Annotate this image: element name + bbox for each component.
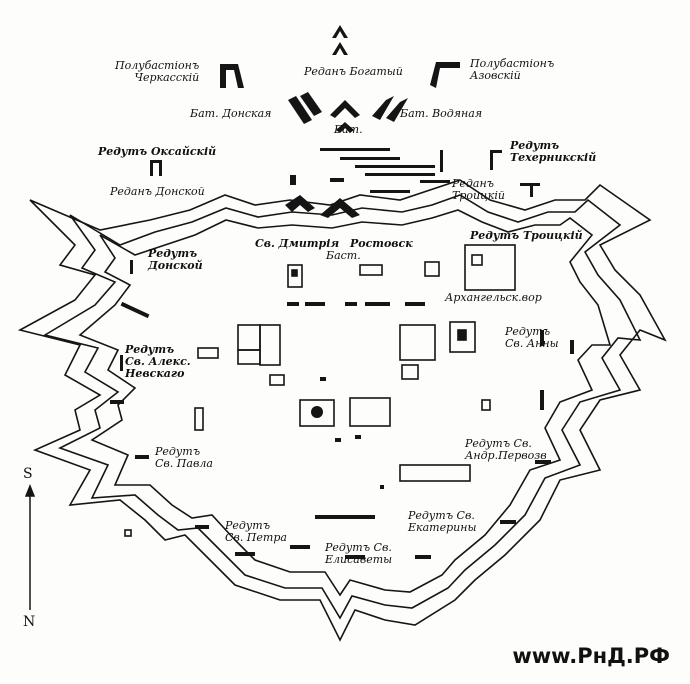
label-redut-pavla: Редутъ Св. Павла [155, 445, 213, 470]
label-redut-petra: Редутъ Св. Петра [225, 519, 287, 544]
compass-south: S [23, 466, 33, 482]
bat-vod-2 [386, 98, 408, 122]
poluba-azov-shape [430, 62, 460, 88]
label-poluba-cherkassky: Полубастіонъ Черкасскій [115, 59, 200, 84]
inner-rampart [78, 209, 612, 597]
church [311, 406, 323, 418]
poluba-cherk-shape [220, 64, 226, 88]
bat-donsk-2 [300, 92, 322, 116]
troitsky-block [464, 244, 516, 291]
label-redan-bogaty: Реданъ Богатый [304, 65, 403, 78]
bat-shape [336, 122, 354, 133]
label-redut-donskoy: Редутъ Донской [148, 247, 203, 272]
label-bast: Баст. [326, 249, 361, 262]
redan-bogaty-shape [330, 100, 360, 118]
label-redut-oksaysky: Редутъ Оксайскій [98, 145, 217, 158]
label-redut-andr: Редутъ Св. Андр.Первозв [465, 437, 547, 462]
label-redut-elisavety: Редутъ Св. Елисаветы [325, 541, 393, 566]
compass-north: N [23, 614, 36, 630]
outer-rampart [17, 179, 667, 642]
north-arrow-mark [332, 42, 348, 55]
label-poluba-azovsky: Полубастіонъ Азовскій [470, 57, 555, 82]
label-bat: Бат. [334, 123, 363, 136]
poluba-cherk-arm [220, 64, 244, 88]
label-redan-troitsky: Реданъ Троицкій [452, 177, 505, 202]
bldg-1 [287, 264, 303, 288]
bat-donsk-1 [288, 96, 312, 124]
north-arrow-mark-2 [332, 25, 348, 38]
label-redut-tekhernik: Редутъ Техерникскій [510, 139, 597, 164]
label-redut-sv-aleks: Редутъ Св. Алекс. Невскаго [125, 343, 191, 380]
label-rostovsk: Ростовск [350, 237, 413, 250]
watermark: www.РнД.РФ [512, 644, 670, 668]
label-bat-vodyanaya: Бат. Водяная [400, 107, 483, 120]
label-redan-donskoy: Реданъ Донской [110, 185, 205, 198]
label-redut-ekateriny: Редутъ Св. Екатерины [408, 509, 477, 534]
bat-vod-1 [372, 96, 394, 120]
label-sv-dmitriya: Св. Дмитрія [255, 237, 340, 250]
label-bat-donskaya: Бат. Донская [190, 107, 272, 120]
middle-rampart [42, 194, 642, 620]
label-arkhang-vor: Архангельск.вор [445, 291, 542, 304]
label-redut-troitsky: Редутъ Троицкій [470, 229, 583, 242]
label-redut-sv-anny: Редутъ Св. Анны [505, 325, 559, 350]
